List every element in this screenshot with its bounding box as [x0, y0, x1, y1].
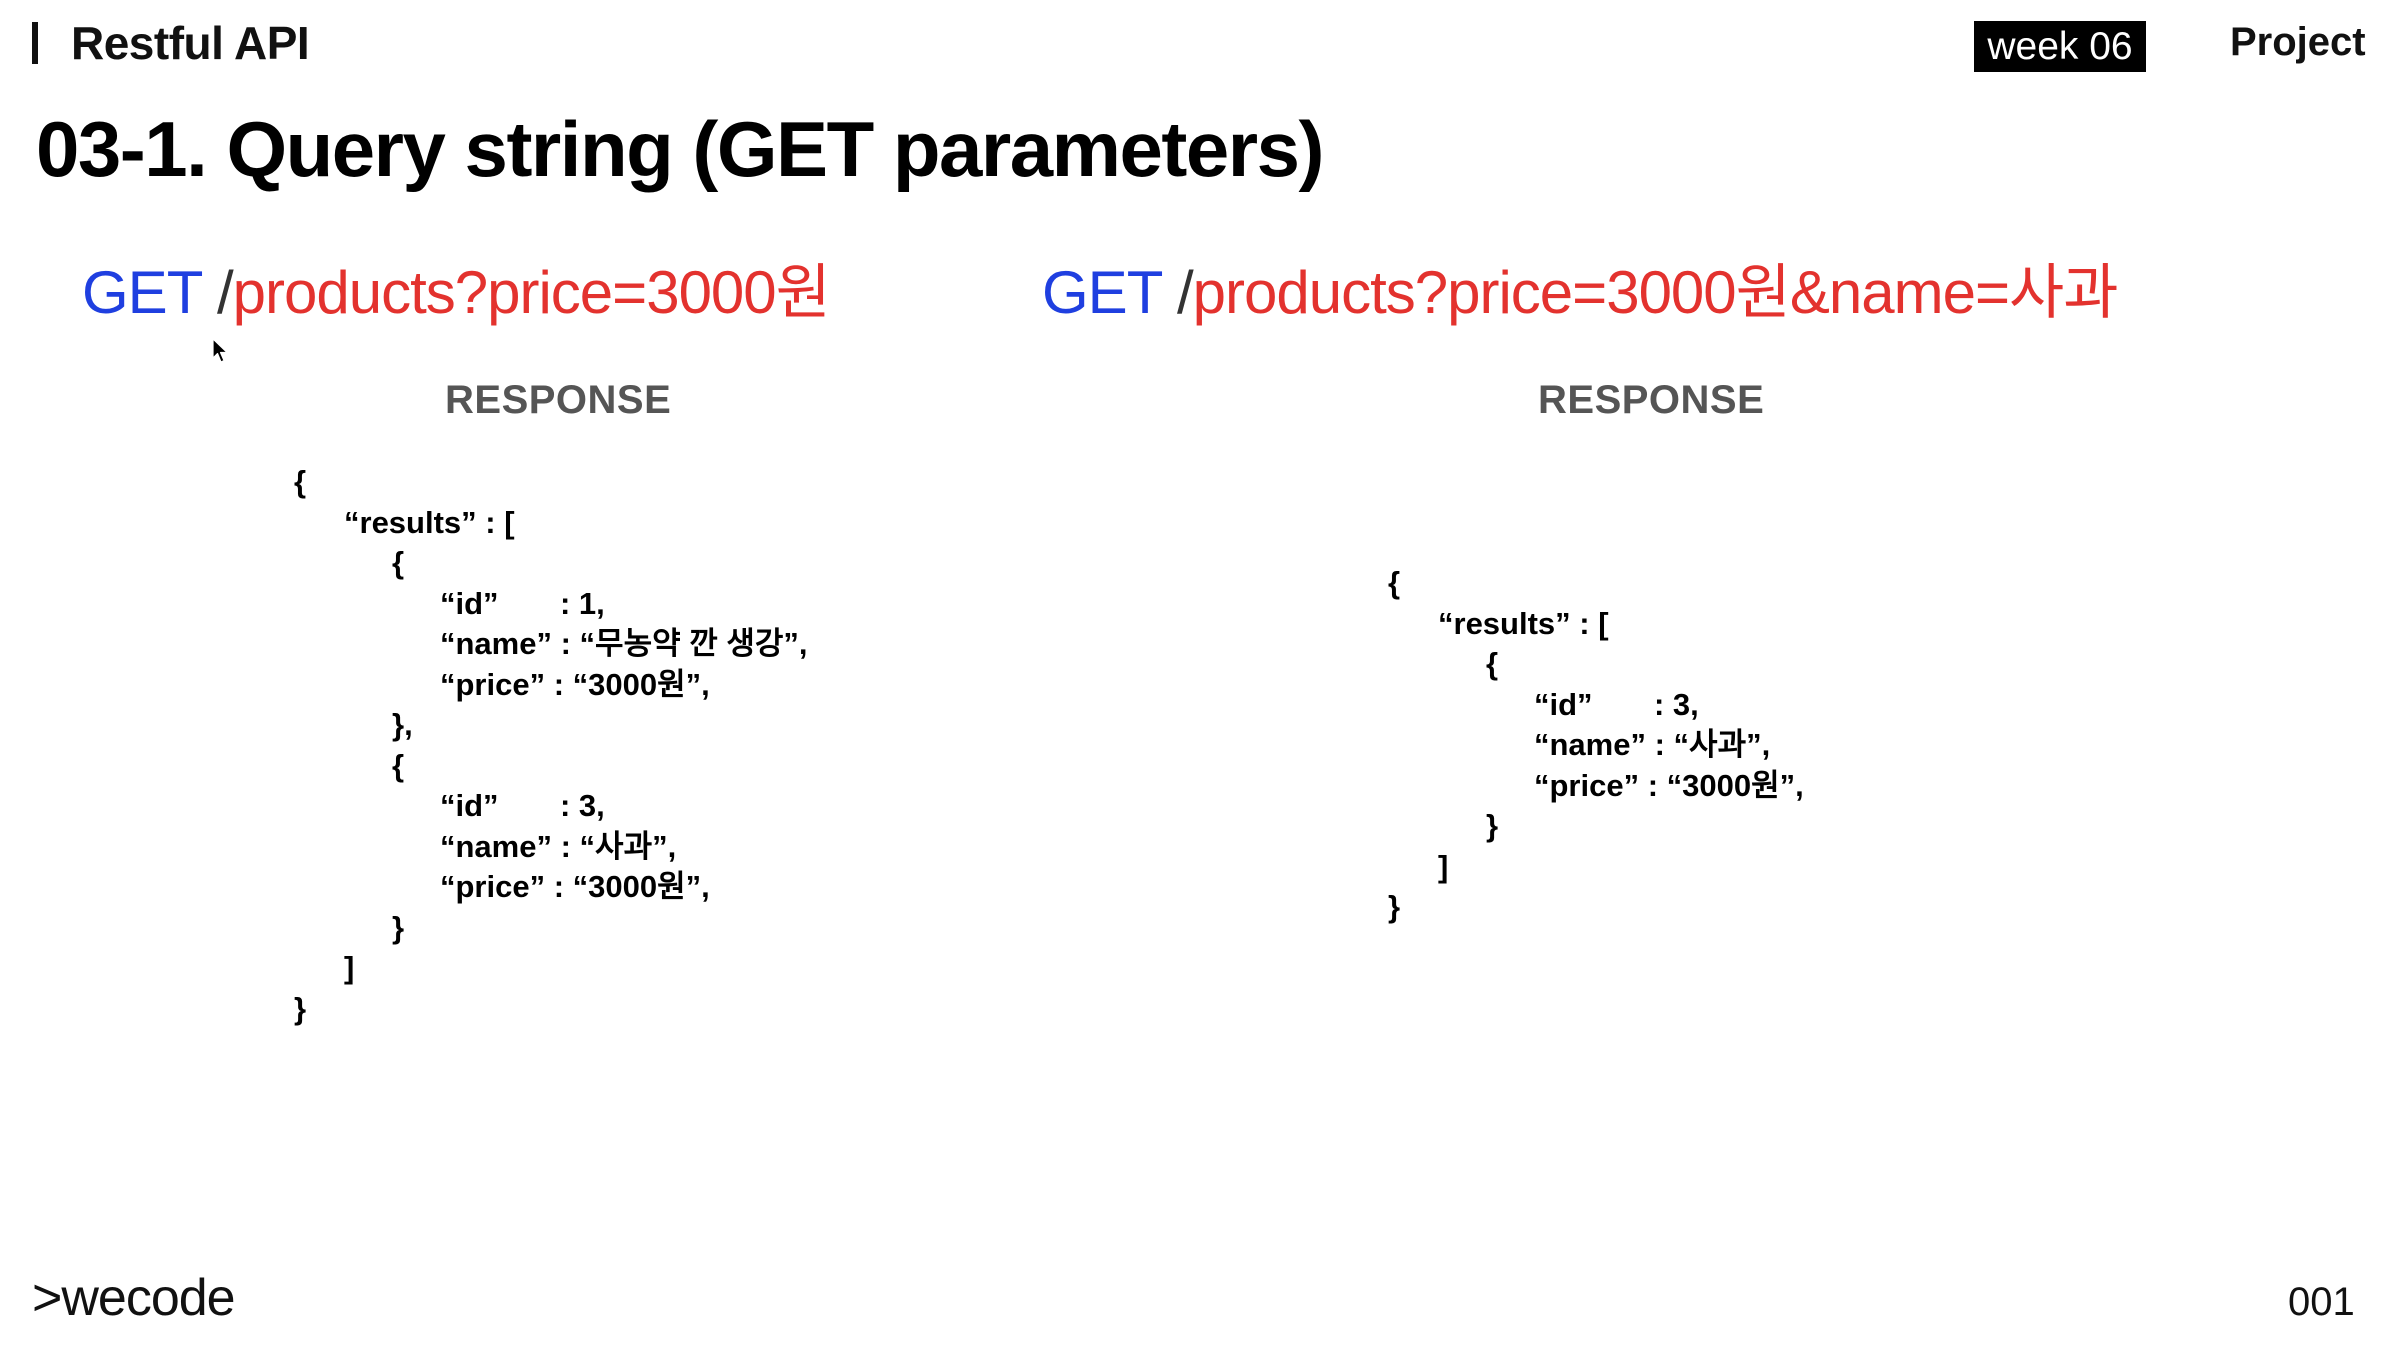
json-value: : “사과”, — [560, 828, 677, 864]
json-field-price: “price” : “3000원”, — [294, 665, 808, 706]
header-title: Restful API — [71, 17, 310, 69]
json-field-name: “name” : “사과”, — [294, 827, 808, 868]
json-field-name: “name” : “무농약 깐 생강”, — [294, 624, 808, 665]
json-close-brace: } — [294, 990, 307, 1026]
json-key: “name” — [440, 828, 552, 864]
json-field-id: “id” : 3, — [294, 786, 808, 827]
right-request-path: products?price=3000원&name=사과 — [1192, 259, 2119, 326]
json-value: : 3, — [1654, 686, 1699, 722]
right-path-slash: / — [1176, 259, 1194, 326]
json-item-close: } — [1486, 808, 1499, 843]
left-response-json: { “results” : [ { “id” : 1, “name” : “무농약… — [294, 462, 808, 1029]
slide-title: 03-1. Query string (GET parameters) — [36, 105, 1324, 193]
json-key: “name” — [1534, 727, 1646, 762]
right-response-json: { “results” : [ { “id” : 3, “name” : “사과”… — [1388, 563, 1804, 928]
json-value: : “사과”, — [1654, 727, 1771, 762]
left-request-path: products?price=3000원 — [232, 259, 831, 326]
json-results-key: “results” : [ — [1438, 605, 1609, 641]
json-key: “id” — [440, 585, 499, 621]
json-key: “name” — [440, 626, 552, 661]
left-path-slash: / — [216, 259, 234, 326]
left-response-heading: RESPONSE — [445, 378, 672, 422]
right-request-line: GET /products?price=3000원&name=사과 — [1042, 244, 2119, 331]
json-open-brace: { — [294, 464, 307, 499]
json-value: : “무농약 깐 생강”, — [560, 626, 808, 661]
json-field-price: “price” : “3000원”, — [1388, 766, 1804, 807]
wecode-logo: >wecode — [32, 1269, 236, 1327]
right-response-heading: RESPONSE — [1538, 378, 1765, 422]
json-field-id: “id” : 3, — [1388, 685, 1804, 726]
json-value: : 1, — [560, 585, 605, 621]
json-key: “price” — [1534, 767, 1640, 803]
json-field-name: “name” : “사과”, — [1388, 725, 1804, 766]
page-number: 001 — [2288, 1280, 2355, 1324]
json-field-price: “price” : “3000원”, — [294, 867, 808, 908]
json-close-brace: } — [1388, 889, 1401, 924]
json-field-id: “id” : 1, — [294, 584, 808, 625]
json-open-brace: { — [1388, 565, 1401, 600]
json-value: : 3, — [560, 788, 605, 823]
json-key: “id” — [440, 788, 499, 823]
section-label: Project — [2230, 20, 2366, 64]
json-value: : “3000원”, — [553, 666, 710, 702]
json-item-close: }, — [392, 707, 413, 742]
right-http-method: GET — [1042, 259, 1162, 326]
json-item-close: } — [392, 909, 405, 945]
json-key: “price” — [440, 666, 546, 702]
header-accent-bar — [32, 22, 38, 64]
left-request-line: GET /products?price=3000원 — [82, 244, 831, 331]
json-results-key: “results” : [ — [344, 504, 515, 540]
mouse-pointer-icon — [212, 338, 228, 363]
week-badge: week 06 — [1974, 21, 2146, 72]
json-results-close: ] — [344, 950, 355, 985]
json-item-open: { — [1486, 646, 1499, 681]
json-key: “id” — [1534, 686, 1593, 722]
json-item-open: { — [392, 747, 405, 783]
json-value: : “3000원”, — [553, 869, 710, 904]
json-results-close: ] — [1438, 848, 1449, 884]
json-value: : “3000원”, — [1647, 767, 1804, 803]
json-key: “price” — [440, 869, 546, 904]
left-http-method: GET — [82, 259, 202, 326]
json-item-open: { — [392, 545, 405, 580]
